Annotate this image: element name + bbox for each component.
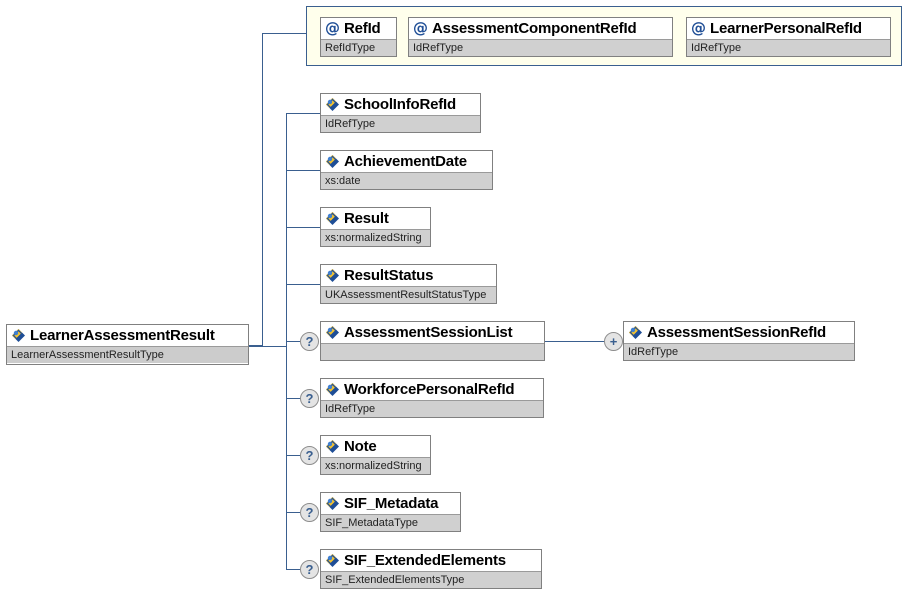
element-type: SIF_MetadataType [321, 514, 460, 531]
connector-child-1 [286, 113, 320, 114]
element-node-title: AssessmentSessionRefId [624, 322, 854, 343]
element-icon [325, 496, 340, 511]
element-node-achievementdate[interactable]: AchievementDate xs:date [320, 150, 493, 190]
element-icon [325, 382, 340, 397]
attribute-type: IdRefType [687, 39, 890, 56]
attribute-node-title: @ RefId [321, 18, 396, 39]
connector-child-9 [286, 569, 300, 570]
element-name: AssessmentSessionRefId [647, 324, 827, 341]
attribute-type: IdRefType [409, 39, 672, 56]
element-node-title: SIF_ExtendedElements [321, 550, 541, 571]
connector-grandchild [545, 341, 606, 342]
element-name: Note [344, 438, 377, 455]
connector-root-stub [249, 345, 263, 346]
element-type: xs:normalizedString [321, 229, 430, 246]
element-type: xs:normalizedString [321, 457, 430, 474]
element-icon [325, 553, 340, 568]
element-type: UKAssessmentResultStatusType [321, 286, 496, 303]
attribute-node-assessmentcomponentrefid[interactable]: @ AssessmentComponentRefId IdRefType [408, 17, 673, 57]
attribute-name: RefId [344, 20, 381, 37]
at-icon: @ [413, 19, 428, 37]
element-node-title: LearnerAssessmentResult [7, 325, 248, 346]
element-icon [325, 325, 340, 340]
occurrence-marker-optional[interactable]: ? [300, 446, 319, 465]
occurrence-marker-optional[interactable]: ? [300, 560, 319, 579]
occurrence-marker-optional[interactable]: ? [300, 389, 319, 408]
element-icon [325, 268, 340, 283]
element-name: AchievementDate [344, 153, 467, 170]
element-node-workforcepersonalrefid[interactable]: WorkforcePersonalRefId IdRefType [320, 378, 544, 418]
element-node-title: SIF_Metadata [321, 493, 460, 514]
element-name: AssessmentSessionList [344, 324, 513, 341]
element-node-sif-metadata[interactable]: SIF_Metadata SIF_MetadataType [320, 492, 461, 532]
element-name: SIF_ExtendedElements [344, 552, 506, 569]
attribute-node-refid[interactable]: @ RefId RefIdType [320, 17, 397, 57]
connector-child-7 [286, 455, 300, 456]
element-type: IdRefType [624, 343, 854, 360]
connector-attr-riser [262, 33, 263, 346]
attribute-name: AssessmentComponentRefId [432, 20, 637, 37]
element-node-result[interactable]: Result xs:normalizedString [320, 207, 431, 247]
connector-child-2 [286, 170, 320, 171]
at-icon: @ [325, 19, 340, 37]
element-icon [325, 211, 340, 226]
element-name: SchoolInfoRefId [344, 96, 456, 113]
occurrence-marker-expand[interactable]: + [604, 332, 623, 351]
element-name: Result [344, 210, 389, 227]
connector-child-4 [286, 284, 320, 285]
at-icon: @ [691, 19, 706, 37]
element-node-assessmentsessionlist[interactable]: AssessmentSessionList [320, 321, 545, 361]
attribute-name: LearnerPersonalRefId [710, 20, 862, 37]
element-node-schoolinforefid[interactable]: SchoolInfoRefId IdRefType [320, 93, 481, 133]
connector-child-6 [286, 398, 300, 399]
occurrence-marker-optional[interactable]: ? [300, 332, 319, 351]
element-name: WorkforcePersonalRefId [344, 381, 515, 398]
connector-child-8 [286, 512, 300, 513]
element-node-title: Note [321, 436, 430, 457]
connector-child-3 [286, 227, 320, 228]
element-node-note[interactable]: Note xs:normalizedString [320, 435, 431, 475]
attribute-type: RefIdType [321, 39, 396, 56]
element-node-title: Result [321, 208, 430, 229]
element-node-title: AchievementDate [321, 151, 492, 172]
element-type: IdRefType [321, 115, 480, 132]
element-type: SIF_ExtendedElementsType [321, 571, 541, 588]
element-icon [11, 328, 26, 343]
attribute-node-title: @ LearnerPersonalRefId [687, 18, 890, 39]
connector-child-5 [286, 341, 300, 342]
element-name: ResultStatus [344, 267, 434, 284]
element-type: xs:date [321, 172, 492, 189]
element-icon [325, 97, 340, 112]
element-node-title: ResultStatus [321, 265, 496, 286]
element-type: IdRefType [321, 400, 543, 417]
element-name: SIF_Metadata [344, 495, 439, 512]
occurrence-marker-optional[interactable]: ? [300, 503, 319, 522]
element-type [321, 343, 544, 360]
element-type: LearnerAssessmentResultType [7, 346, 248, 363]
element-node-learnerassessmentresult[interactable]: LearnerAssessmentResult LearnerAssessmen… [6, 324, 249, 365]
element-node-title: WorkforcePersonalRefId [321, 379, 543, 400]
element-node-resultstatus[interactable]: ResultStatus UKAssessmentResultStatusTyp… [320, 264, 497, 304]
attribute-node-learnerpersonalrefid[interactable]: @ LearnerPersonalRefId IdRefType [686, 17, 891, 57]
attribute-node-title: @ AssessmentComponentRefId [409, 18, 672, 39]
element-node-assessmentsessionrefid[interactable]: AssessmentSessionRefId IdRefType [623, 321, 855, 361]
element-node-title: SchoolInfoRefId [321, 94, 480, 115]
element-node-sif-extendedelements[interactable]: SIF_ExtendedElements SIF_ExtendedElement… [320, 549, 542, 589]
element-icon [325, 439, 340, 454]
element-icon [628, 325, 643, 340]
element-icon [325, 154, 340, 169]
connector-elements-stub [249, 346, 286, 347]
element-name: LearnerAssessmentResult [30, 327, 215, 344]
element-node-title: AssessmentSessionList [321, 322, 544, 343]
connector-attr-branch [262, 33, 306, 34]
